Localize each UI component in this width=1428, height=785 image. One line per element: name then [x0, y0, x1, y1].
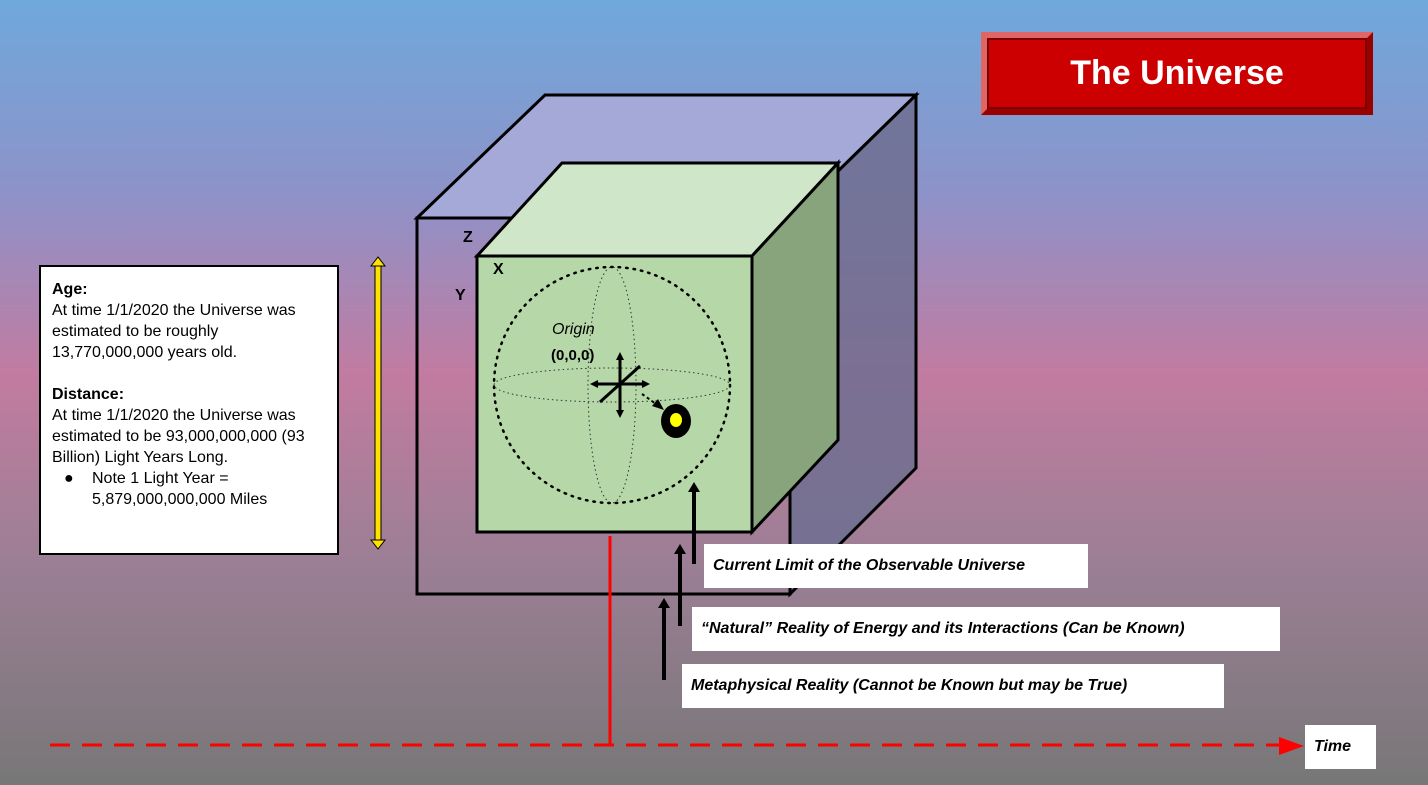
natural-reality-label: “Natural” Reality of Energy and its Inte…: [692, 607, 1280, 651]
y-axis-label: Y: [455, 287, 466, 304]
time-label: Time: [1305, 725, 1376, 769]
age-text: At time 1/1/2020 the Universe was estima…: [52, 302, 296, 361]
origin-axes-icon: [590, 352, 650, 418]
natural-reality-arrow: [678, 552, 682, 626]
origin-coordinates: (0,0,0): [551, 347, 595, 364]
time-arrowhead: [1279, 737, 1304, 755]
observable-limit-arrow: [692, 490, 696, 564]
pointer-arrows: [658, 482, 700, 680]
metaphysical-reality-arrow: [662, 606, 666, 680]
time-line: [50, 536, 1304, 755]
origin-to-earth-arrowhead: [652, 399, 664, 410]
age-heading: Age:: [52, 281, 88, 298]
z-axis-label: Z: [463, 229, 473, 246]
note-item: ● Note 1 Light Year = 5,879,000,000,000 …: [64, 468, 327, 510]
distance-text: At time 1/1/2020 the Universe was estima…: [52, 407, 305, 466]
observable-limit-arrowhead: [688, 482, 700, 492]
origin-label: Origin: [552, 321, 595, 338]
earth-marker-icon: [661, 404, 691, 438]
inner-cube: [473, 159, 842, 536]
metaphysical-reality-label: Metaphysical Reality (Cannot be Known bu…: [682, 664, 1224, 708]
note-text: Note 1 Light Year = 5,879,000,000,000 Mi…: [92, 470, 268, 508]
natural-reality-arrowhead: [674, 544, 686, 554]
metaphysical-reality-arrowhead: [658, 598, 670, 608]
distance-heading: Distance:: [52, 386, 125, 403]
sphere-equator: [493, 367, 731, 403]
observable-limit-label: Current Limit of the Observable Universe: [704, 544, 1088, 588]
inner-cube-front: [475, 254, 754, 534]
info-panel: Age: At time 1/1/2020 the Universe was e…: [39, 265, 339, 555]
scale-arrow: [369, 256, 387, 550]
origin-to-earth-path: [641, 393, 657, 405]
x-axis-label: X: [493, 261, 504, 278]
page-title: The Universe: [981, 32, 1373, 115]
bullet-icon: ●: [64, 470, 74, 487]
note-list: ● Note 1 Light Year = 5,879,000,000,000 …: [52, 468, 327, 510]
